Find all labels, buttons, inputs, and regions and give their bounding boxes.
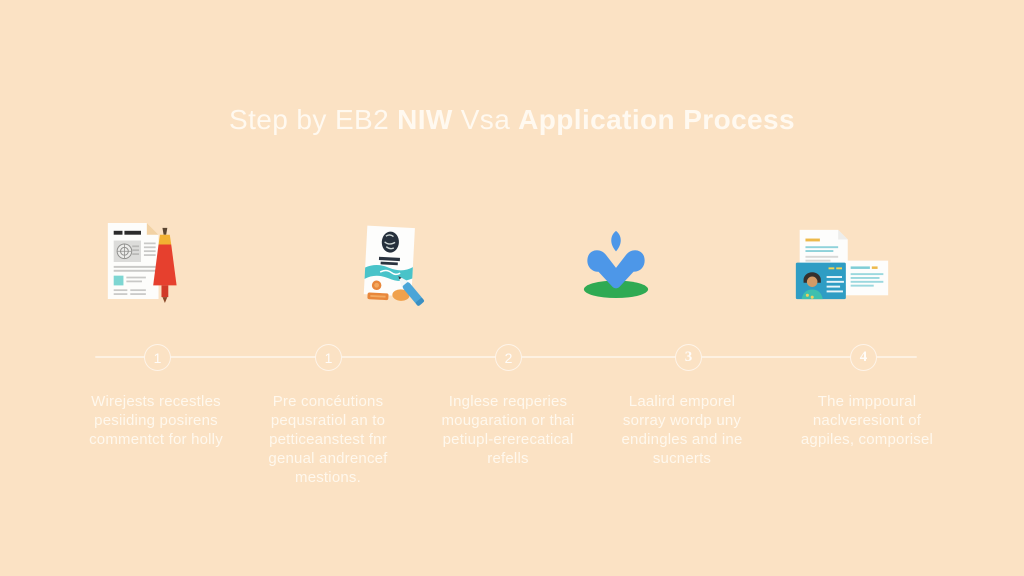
step-number: 1 [153,349,162,366]
application-form-with-stamps-and-pen-icon [363,225,425,306]
title-segment-2: NIW [397,104,453,135]
step-description-line: Inglese reqperies [448,393,568,410]
step-number: 2 [504,349,513,366]
title-segment-1: Step by EB2 [229,104,390,135]
blue-abstract-location-marker-icon [583,230,649,299]
step-description-line: Wirejests recestles [91,393,221,410]
step-description-line: pequsratiol an to [270,412,386,429]
step-description-line: Pre concéutions [272,393,384,410]
id-card-with-documents-icon [795,229,889,300]
step-description-line: naclveresiont of [812,412,922,429]
step-description-line: pesiiding posirens [94,412,218,429]
title-segment-3: Vsa [460,104,511,135]
step-description-line: petticeanstest fnr [269,431,387,448]
step-description-line: The imppoural [817,393,917,410]
step-description-2: Pre concéutions pequsratiol an to pettic… [228,392,428,487]
step-number: 4 [859,349,868,365]
step-description-line: commentct for holly [89,431,223,448]
step-description-line: genual andrencef [268,450,388,467]
step-description-line: sucnerts [652,450,712,467]
step-description-line: mougaration or thai [441,412,575,429]
step-description-line: endingles and ine [621,431,743,448]
timeline-step-marker-1: 1 [144,344,171,371]
step-description-3: Inglese reqperies mougaration or thai pe… [408,392,608,468]
step-description-5: The imppoural naclveresiont of agpiles, … [767,392,967,449]
timeline-step-marker-5: 4 [850,344,877,371]
step-description-line: petiupl-ererecatical [442,431,574,448]
timeline-step-marker-3: 2 [495,344,522,371]
step-description-line: mestions. [295,469,361,486]
step-description-line: refells [487,450,529,467]
step-description-4: Laalird emporel sorray wordp uny endingl… [582,392,782,468]
step-description-line: sorray wordp uny [622,412,742,429]
timeline-step-marker-4: 3 [675,344,702,371]
step-number: 1 [324,349,333,366]
step-number: 3 [684,349,693,365]
step-description-1: Wirejests recestles pesiiding posirens c… [56,392,256,449]
step-description-line: Laalird emporel [628,393,736,410]
document-with-red-pen-icon [107,223,177,303]
timeline-step-marker-2: 1 [315,344,342,371]
step-description-line: agpiles, comporisel [800,431,934,448]
title-segment-4: Application Process [518,104,795,135]
